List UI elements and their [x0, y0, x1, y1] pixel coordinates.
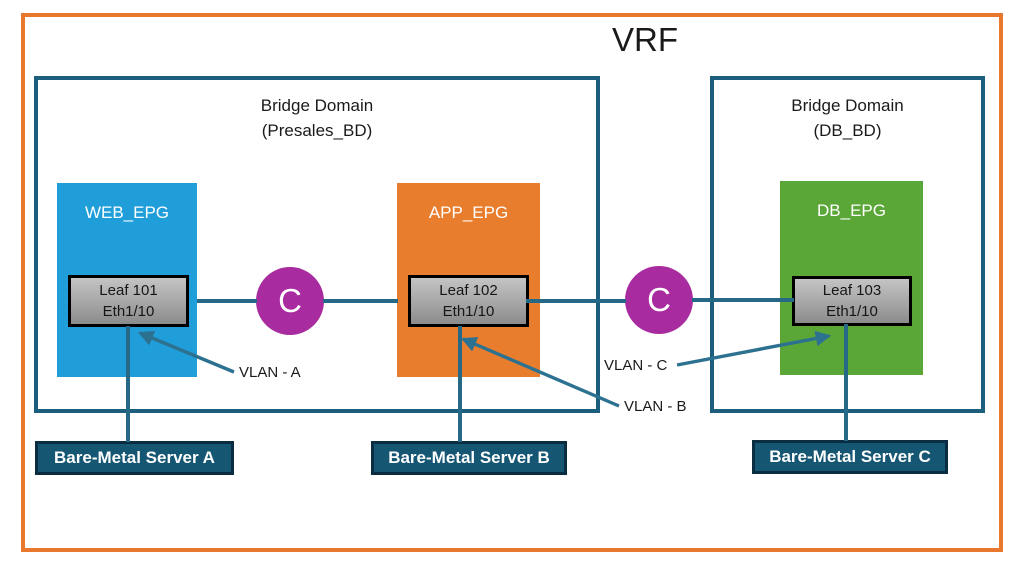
leaf-103-port: Eth1/10	[826, 303, 878, 320]
contract-icon-app-db: C	[625, 266, 693, 334]
server-c-box: Bare-Metal Server C	[752, 440, 948, 474]
bridge-domain-db-label-line2: (DB_BD)	[813, 121, 882, 140]
vlan-b-label: VLAN - B	[624, 398, 687, 415]
leaf-101-interface-box: Leaf 101 Eth1/10	[68, 275, 189, 327]
bridge-domain-presales-label-line1: Bridge Domain	[260, 96, 374, 115]
vlan-c-label: VLAN - C	[604, 357, 668, 374]
epg-db-label: DB_EPG	[817, 201, 886, 220]
leaf-103-name: Leaf 103	[822, 282, 882, 299]
server-b-box: Bare-Metal Server B	[371, 441, 567, 475]
bridge-domain-presales-label: Bridge Domain (Presales_BD)	[38, 93, 596, 143]
contract-1-letter: C	[278, 282, 302, 319]
leaf-102-interface-box: Leaf 102 Eth1/10	[408, 275, 529, 327]
vrf-title: VRF	[612, 21, 678, 58]
vrf-boundary-box	[21, 13, 1003, 552]
contract-2-letter: C	[647, 281, 671, 318]
server-b-label: Bare-Metal Server B	[388, 448, 550, 467]
server-c-label: Bare-Metal Server C	[769, 447, 931, 466]
server-a-label: Bare-Metal Server A	[54, 448, 215, 467]
leaf-102-name: Leaf 102	[439, 282, 498, 299]
bridge-domain-db-label-line1: Bridge Domain	[791, 96, 904, 115]
bridge-domain-db-label: Bridge Domain (DB_BD)	[714, 93, 981, 143]
server-a-box: Bare-Metal Server A	[35, 441, 234, 475]
leaf-102-port: Eth1/10	[442, 303, 495, 320]
vlan-a-label: VLAN - A	[239, 364, 301, 381]
epg-app-label: APP_EPG	[428, 203, 509, 222]
leaf-101-port: Eth1/10	[102, 303, 155, 320]
epg-web-label: WEB_EPG	[84, 203, 170, 222]
bridge-domain-presales-box: Bridge Domain (Presales_BD)	[34, 76, 600, 413]
leaf-101-name: Leaf 101	[99, 282, 158, 299]
contract-icon-web-app: C	[256, 267, 324, 335]
leaf-103-interface-box: Leaf 103 Eth1/10	[792, 276, 912, 326]
bridge-domain-presales-label-line2: (Presales_BD)	[261, 121, 373, 140]
